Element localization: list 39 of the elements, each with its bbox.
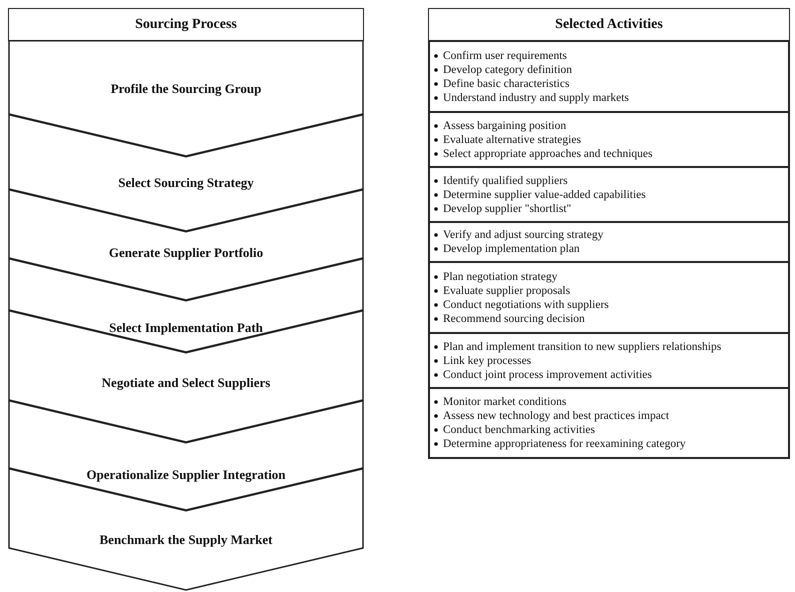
activity-text: Evaluate alternative strategies bbox=[443, 132, 581, 146]
activity-text: Conduct negotiations with suppliers bbox=[443, 298, 609, 312]
activity-text: Develop implementation plan bbox=[443, 242, 580, 256]
activity-text: Evaluate supplier proposals bbox=[443, 284, 570, 298]
activity-text: Determine appropriateness for reexamining category bbox=[443, 437, 686, 451]
activity-text: Determine supplier value-added capabilities bbox=[443, 188, 646, 202]
activity-text: Assess bargaining position bbox=[443, 118, 566, 132]
step-label: Benchmark the Supply Market bbox=[100, 531, 272, 549]
activity-box bbox=[428, 40, 790, 113]
activity-text: Develop supplier "shortlist" bbox=[443, 202, 572, 216]
step-label: Select Sourcing Strategy bbox=[118, 174, 254, 192]
activity-text: Link key processes bbox=[443, 354, 532, 368]
activity-text: Plan and implement transition to new suppliers relationships bbox=[443, 340, 722, 354]
activity-text: Verify and adjust sourcing strategy bbox=[443, 228, 604, 242]
step-label: Generate Supplier Portfolio bbox=[108, 244, 264, 262]
column-heading: Sourcing Process bbox=[8, 8, 364, 41]
activity-text: Understand industry and supply markets bbox=[443, 90, 629, 104]
activity-text: Develop category definition bbox=[443, 62, 572, 76]
column-heading: Selected Activities bbox=[428, 8, 790, 41]
activity-text: Plan negotiation strategy bbox=[443, 270, 558, 284]
step-label: Operationalize Supplier Integration bbox=[86, 466, 286, 484]
activity-box bbox=[428, 166, 790, 223]
activity-text: Conduct joint process improvement activities bbox=[443, 368, 652, 382]
activity-box bbox=[428, 111, 790, 168]
activity-text: Define basic characteristics bbox=[443, 76, 570, 90]
activity-text: Confirm user requirements bbox=[443, 48, 567, 62]
activity-text: Recommend sourcing decision bbox=[443, 312, 585, 326]
activity-box bbox=[428, 221, 790, 263]
activity-box bbox=[428, 261, 790, 334]
step-label: Negotiate and Select Suppliers bbox=[102, 374, 270, 392]
activity-box bbox=[428, 332, 790, 389]
activity-text: Conduct benchmarking activities bbox=[443, 423, 596, 437]
activity-text: Assess new technology and best practices impact bbox=[443, 409, 670, 423]
activity-text: Monitor market conditions bbox=[443, 395, 566, 409]
step-label: Profile the Sourcing Group bbox=[110, 80, 262, 98]
activity-text: Select appropriate approaches and techniques bbox=[443, 146, 652, 160]
activity-box bbox=[428, 387, 790, 459]
step-label: Select Implementation Path bbox=[109, 319, 263, 337]
activity-text: Identify qualified suppliers bbox=[443, 174, 568, 188]
